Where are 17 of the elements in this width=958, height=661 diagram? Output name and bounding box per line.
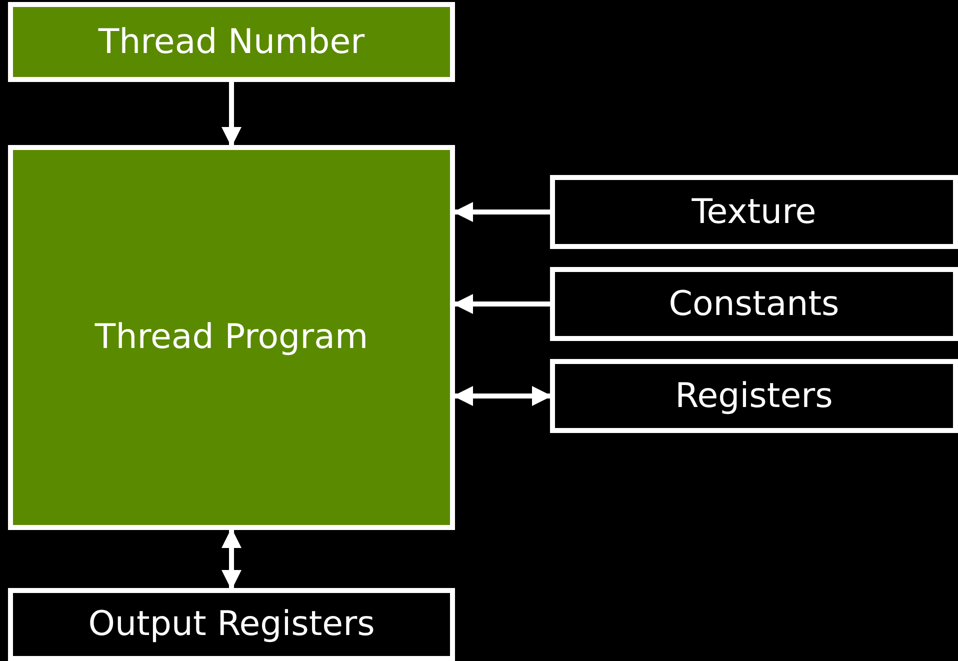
box-label: Thread Program [94, 316, 368, 359]
process-box [8, 588, 455, 661]
process-box [550, 359, 958, 433]
process-box [550, 267, 958, 341]
arrow [453, 294, 550, 314]
arrow [222, 82, 242, 147]
box-label: Thread Number [98, 20, 365, 64]
arrow [222, 528, 242, 590]
box-label: Texture [692, 190, 816, 234]
process-box [8, 2, 455, 82]
arrow [453, 386, 552, 406]
box-label: Registers [675, 374, 833, 418]
process-box [8, 145, 455, 530]
arrow [453, 202, 550, 222]
box-label: Output Registers [88, 603, 375, 646]
box-label: Constants [668, 282, 840, 326]
process-box [550, 175, 958, 249]
